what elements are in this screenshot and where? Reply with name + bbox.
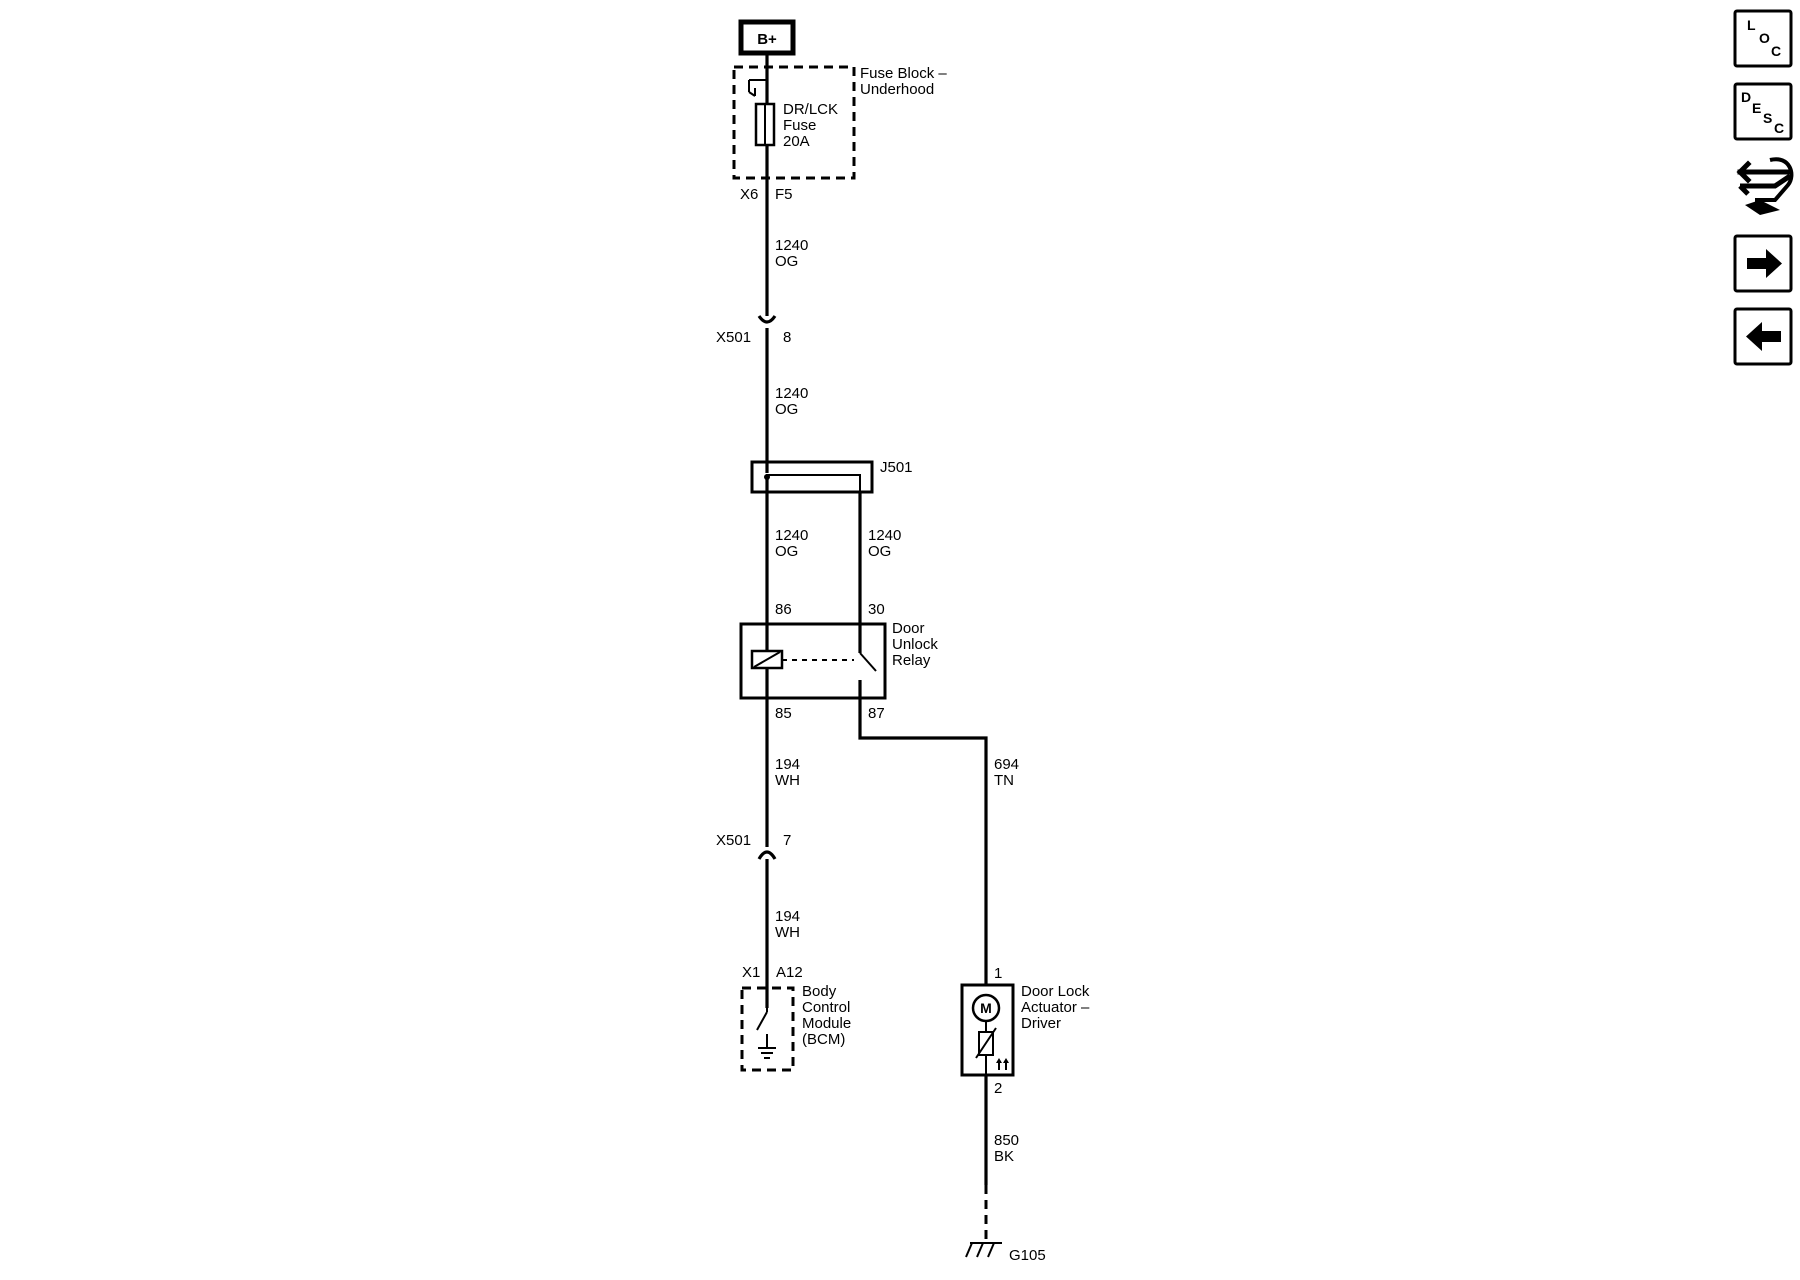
battery-positive-source: B+ xyxy=(738,19,796,56)
relay-label-3: Relay xyxy=(892,652,931,669)
relay-pin-86: 86 xyxy=(775,601,792,618)
inline-connector-x501-8 xyxy=(757,315,777,330)
door-lock-actuator-driver: M xyxy=(960,983,1015,1077)
bcm-label-1: Body xyxy=(802,983,837,1000)
relay-pin-30: 30 xyxy=(868,601,885,618)
actuator-pin-1: 1 xyxy=(994,965,1002,982)
desc-button[interactable]: D E S C xyxy=(1733,82,1793,141)
prev-button[interactable] xyxy=(1733,307,1793,366)
wire-w1-color: OG xyxy=(775,253,798,270)
actuator-label-3: Driver xyxy=(1021,1015,1061,1032)
connector-c2-pin: 7 xyxy=(783,832,791,849)
wire-w5-circuit: 194 xyxy=(775,756,800,773)
relay-pin-87: 87 xyxy=(868,705,885,722)
wire-w7-circuit: 694 xyxy=(994,756,1019,773)
fuse-block-title-2: Underhood xyxy=(860,81,934,98)
actuator-label-1: Door Lock xyxy=(1021,983,1090,1000)
wire-w5-color: WH xyxy=(775,772,800,789)
bcm-label-4: (BCM) xyxy=(802,1031,845,1048)
fuse-block-connector: X6 xyxy=(740,186,758,203)
power-source-label: B+ xyxy=(757,31,777,48)
ground-name: G105 xyxy=(1009,1247,1046,1264)
wire-w3-circuit: 1240 xyxy=(775,527,808,544)
loc-button[interactable]: L O C xyxy=(1733,9,1793,68)
wire-w1-circuit: 1240 xyxy=(775,237,808,254)
door-unlock-relay xyxy=(739,622,887,700)
fuse-label-2: Fuse xyxy=(783,117,816,134)
fuse-block-title-1: Fuse Block – xyxy=(860,65,947,82)
wire-w6-color: WH xyxy=(775,924,800,941)
arrow-right-icon xyxy=(1747,249,1782,278)
next-button[interactable] xyxy=(1733,234,1793,293)
connector-tool-button[interactable] xyxy=(1735,152,1794,220)
connector-c1-pin: 8 xyxy=(783,329,791,346)
wire-w3-color: OG xyxy=(775,543,798,560)
wire-w6-circuit: 194 xyxy=(775,908,800,925)
relay-label-2: Unlock xyxy=(892,636,938,653)
wire-w7-color: TN xyxy=(994,772,1014,789)
wire-w2-circuit: 1240 xyxy=(775,385,808,402)
splice-j501 xyxy=(750,460,874,494)
splice-name: J501 xyxy=(880,459,913,476)
fuse-block-pin: F5 xyxy=(775,186,793,203)
actuator-pin-2: 2 xyxy=(994,1080,1002,1097)
desc-button-l2: E xyxy=(1752,100,1761,116)
actuator-label-2: Actuator – xyxy=(1021,999,1090,1016)
bcm-label-3: Module xyxy=(802,1015,851,1032)
fuse-symbol xyxy=(754,102,776,147)
bcm-pin: A12 xyxy=(776,964,803,981)
wire-694-tn xyxy=(858,698,988,985)
connector-c2-name: X501 xyxy=(716,832,751,849)
wire-w8-circuit: 850 xyxy=(994,1132,1019,1149)
loc-button-l1: L xyxy=(1747,17,1756,33)
arrow-left-icon xyxy=(1746,322,1781,351)
fuse-holder-symbol xyxy=(748,79,767,97)
body-control-module xyxy=(740,986,795,1072)
inline-connector-x501-7 xyxy=(757,850,777,866)
fuse-block-underhood: Fuse Block – Underhood X6 F5 xyxy=(732,65,947,203)
wire-w4-circuit: 1240 xyxy=(868,527,901,544)
fuse-label-3: 20A xyxy=(783,133,810,150)
connector-c1-name: X501 xyxy=(716,329,751,346)
desc-button-l3: S xyxy=(1763,110,1772,126)
wire-w8-color: BK xyxy=(994,1148,1014,1165)
fuse-label-1: DR/LCK xyxy=(783,101,838,118)
relay-switch-contact xyxy=(859,652,877,672)
motor-symbol-label: M xyxy=(980,1000,992,1016)
relay-pin-85: 85 xyxy=(775,705,792,722)
desc-button-l1: D xyxy=(1741,89,1751,105)
bcm-label-2: Control xyxy=(802,999,850,1016)
bcm-switch xyxy=(756,1011,768,1031)
loc-button-l3: C xyxy=(1771,43,1781,59)
wire-w4-color: OG xyxy=(868,543,891,560)
loc-button-l2: O xyxy=(1759,30,1770,46)
relay-label-1: Door xyxy=(892,620,925,637)
wire-w2-color: OG xyxy=(775,401,798,418)
connector-tool-icon xyxy=(1736,157,1794,215)
ground-symbol-g105 xyxy=(965,1242,1002,1258)
desc-button-l4: C xyxy=(1774,120,1784,136)
bcm-connector: X1 xyxy=(742,964,760,981)
